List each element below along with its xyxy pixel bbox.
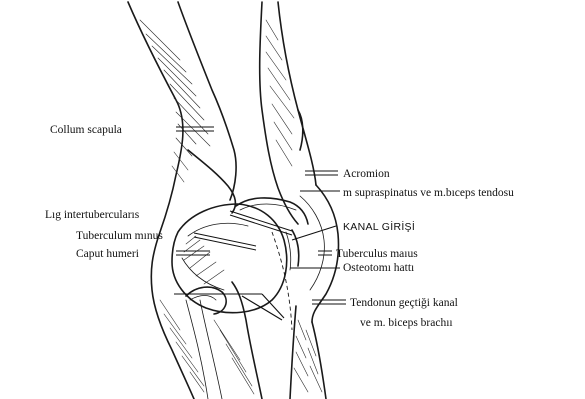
label-osteotomi-hatti: Osteotomı hattı [343,262,414,274]
left-limb-drawing [128,2,262,399]
label-tendon-kanal-line1: Tendonun geçtiği kanal [350,297,458,309]
right-limb-drawing [236,2,339,399]
label-tuberculum-minus: Tuberculum mınus [76,230,163,242]
label-lig-intertubercularis: Lıg intertubercularıs [45,209,140,221]
label-tendon-kanal-line2: ve m. biceps brachıı [360,317,453,329]
label-acromion: Acromion [343,168,390,180]
label-caput-humeri: Caput humeri [76,248,139,260]
label-tuberculus-maius: Tuberculus maıus [336,248,418,260]
label-kanal-girisi: KANAL GİRİŞİ [343,220,415,233]
label-supraspinatus-biceps: m supraspinatus ve m.bıceps tendosu [343,187,514,199]
label-collum-scapula: Collum scapula [50,124,122,136]
humeral-head-drawing [172,204,287,314]
